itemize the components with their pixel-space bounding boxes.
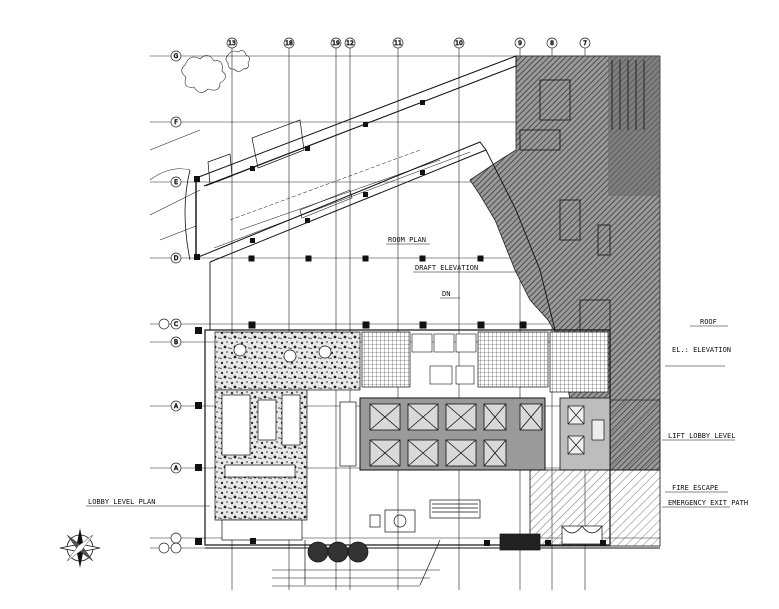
site-landscape	[149, 50, 250, 241]
svg-text:7: 7	[583, 40, 587, 47]
grid-bubble: A	[170, 400, 182, 412]
annotation-right-4: FIRE ESCAPE	[672, 484, 718, 492]
svg-text:A: A	[174, 403, 179, 410]
grid-bubble: 11	[392, 37, 404, 49]
tile-room	[361, 331, 411, 388]
lift-core	[339, 397, 546, 471]
grid-bubble: A	[170, 462, 182, 474]
wing-columns	[194, 100, 425, 260]
grid-bubbles-left: G F E D C B A A	[158, 50, 182, 554]
grid-bubble: F	[170, 116, 182, 128]
svg-text:C: C	[174, 321, 178, 328]
svg-text:D: D	[174, 255, 179, 262]
svg-text:18: 18	[285, 40, 293, 47]
grid-bubble: E	[170, 176, 182, 188]
annotation-center-dims: DRAFT ELEVATION	[415, 264, 478, 272]
grid-bubble: 19	[330, 37, 342, 49]
annotation-right-2: EL.: ELEVATION	[672, 346, 731, 354]
svg-text:13: 13	[228, 40, 236, 47]
grid-bubble: 7	[579, 37, 591, 49]
annotation-center-room: ROOM PLAN	[388, 236, 426, 244]
annotation-right-3: LIFT LOBBY LEVEL	[668, 432, 735, 440]
grid-bubble: 10	[453, 37, 465, 49]
perimeter-columns	[195, 327, 606, 546]
svg-text:A: A	[174, 465, 179, 472]
svg-text:F: F	[174, 119, 178, 126]
restroom-fixtures	[411, 333, 477, 385]
entrance-area	[272, 499, 603, 587]
restroom-tile	[477, 331, 549, 388]
right-annotations: ROOF EL.: ELEVATION LIFT LOBBY LEVEL FIR…	[662, 318, 748, 508]
service-tile	[549, 331, 609, 393]
svg-text:G: G	[174, 53, 179, 60]
svg-text:9: 9	[518, 40, 522, 47]
annotation-small-note: DN	[442, 290, 450, 298]
hatched-core-zone	[469, 55, 661, 471]
svg-text:19: 19	[332, 40, 340, 47]
grid-bubble: C	[158, 318, 182, 330]
grid-bubble: B	[170, 336, 182, 348]
svg-text:11: 11	[394, 40, 402, 47]
north-arrow-icon	[59, 528, 101, 568]
svg-text:8: 8	[550, 40, 554, 47]
svg-text:E: E	[174, 179, 178, 186]
grid-bubble: 12	[344, 37, 356, 49]
grid-bubble: 8	[546, 37, 558, 49]
svg-text:10: 10	[455, 40, 463, 47]
grid-bubble: 9	[514, 37, 526, 49]
diagonal-wing	[184, 55, 517, 263]
grid-bubble: 13	[226, 37, 238, 49]
annotation-right-1: ROOF	[700, 318, 717, 326]
grid-bubble: 18	[283, 37, 295, 49]
svg-text:B: B	[174, 339, 178, 346]
right-service-block	[529, 397, 661, 547]
annotation-lobby: LOBBY LEVEL PLAN	[88, 498, 155, 506]
lobby-furniture	[221, 343, 332, 541]
grid-bubble: G	[170, 50, 182, 62]
grid-bubble: D	[170, 252, 182, 264]
svg-text:12: 12	[346, 40, 354, 47]
annotation-right-5: EMERGENCY EXIT PATH	[668, 499, 748, 507]
grid-bubbles-top: 13 18 19 12 11 10 9 8 7	[226, 37, 591, 49]
